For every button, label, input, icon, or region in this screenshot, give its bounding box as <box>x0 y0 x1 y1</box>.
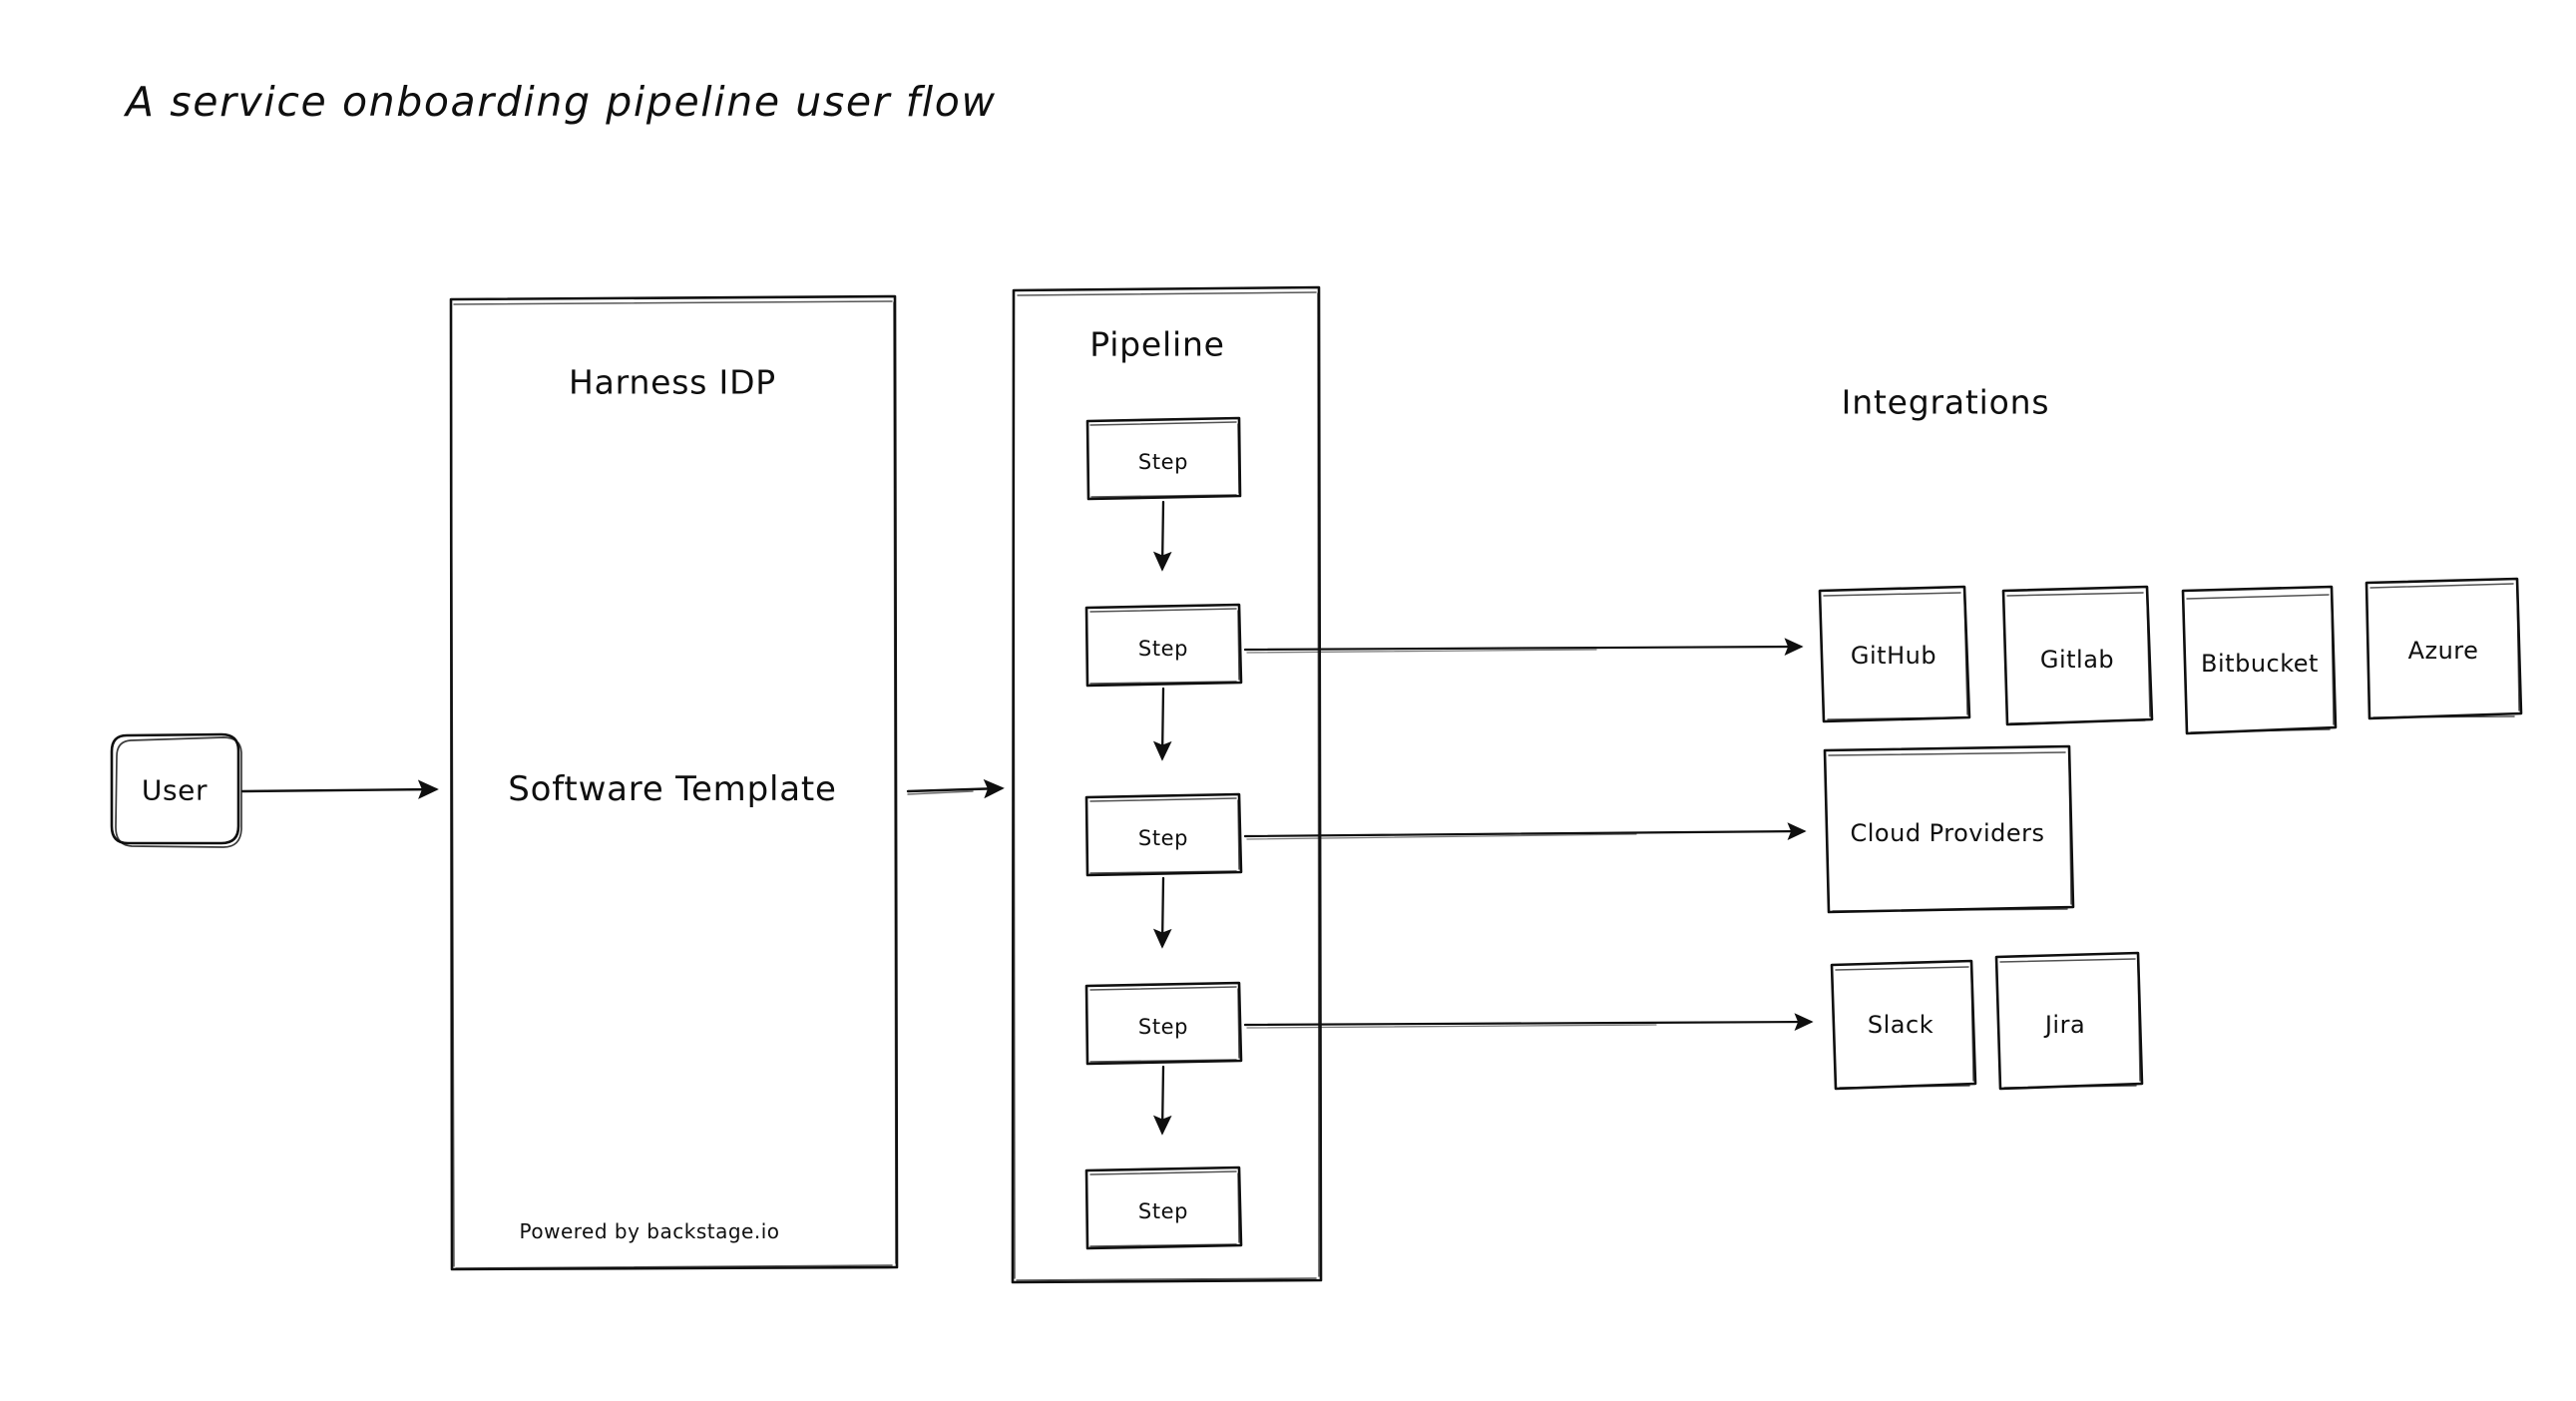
step-4-shape <box>1084 981 1243 1066</box>
integrations-title: Integrations <box>1841 382 2050 422</box>
edge-step4-to-slack <box>1243 1013 1814 1031</box>
pipeline-step-5-label[interactable]: Step <box>1137 1199 1189 1223</box>
integration-cloud-providers-label[interactable]: Cloud Providers <box>1850 819 2045 847</box>
integration-slack-label[interactable]: Slack <box>1867 1011 1934 1039</box>
step-5-shape <box>1084 1166 1243 1250</box>
edge-step1-step2 <box>1152 500 1172 572</box>
pipeline-step-3-label[interactable]: Step <box>1137 826 1189 850</box>
cloud-providers-node-shape <box>1823 744 2075 914</box>
pipeline-container-shape <box>1011 285 1323 1284</box>
user-node-shape <box>110 732 242 848</box>
integration-bitbucket-label[interactable]: Bitbucket <box>2201 650 2319 678</box>
pipeline-title: Pipeline <box>1089 324 1225 364</box>
edge-step3-to-cloud-providers <box>1243 822 1807 841</box>
github-node-shape <box>1818 585 1971 723</box>
integration-jira-label[interactable]: Jira <box>2044 1011 2086 1039</box>
page-title: A service onboarding pipeline user flow <box>126 78 997 126</box>
integration-gitlab-label[interactable]: Gitlab <box>2039 646 2115 674</box>
edge-step3-step4 <box>1152 876 1172 949</box>
azure-node-shape <box>2364 577 2523 720</box>
gitlab-node-shape <box>2001 585 2154 726</box>
harness-idp-container-shape <box>449 294 899 1271</box>
bitbucket-node-shape <box>2181 585 2338 735</box>
step-3-shape <box>1084 792 1243 877</box>
edge-user-to-harness <box>240 779 439 799</box>
edge-step2-step3 <box>1152 687 1172 761</box>
user-node-label[interactable]: User <box>141 773 209 807</box>
pipeline-step-4-label[interactable]: Step <box>1137 1015 1189 1039</box>
step-1-shape <box>1085 416 1242 501</box>
integration-azure-label[interactable]: Azure <box>2407 637 2479 665</box>
slack-node-shape <box>1830 959 1977 1091</box>
edge-step2-to-github <box>1243 638 1804 656</box>
edge-step4-step5 <box>1152 1065 1172 1136</box>
integration-github-label[interactable]: GitHub <box>1850 642 1937 670</box>
backstage-credit-label: Powered by backstage.io <box>519 1219 780 1243</box>
pipeline-step-2-label[interactable]: Step <box>1137 637 1189 661</box>
step-2-shape <box>1084 603 1243 688</box>
software-template-label[interactable]: Software Template <box>508 769 837 809</box>
edge-harness-to-pipeline <box>906 778 1005 799</box>
jira-node-shape <box>1994 951 2144 1091</box>
harness-idp-title: Harness IDP <box>569 362 776 402</box>
pipeline-step-1-label[interactable]: Step <box>1137 450 1189 474</box>
